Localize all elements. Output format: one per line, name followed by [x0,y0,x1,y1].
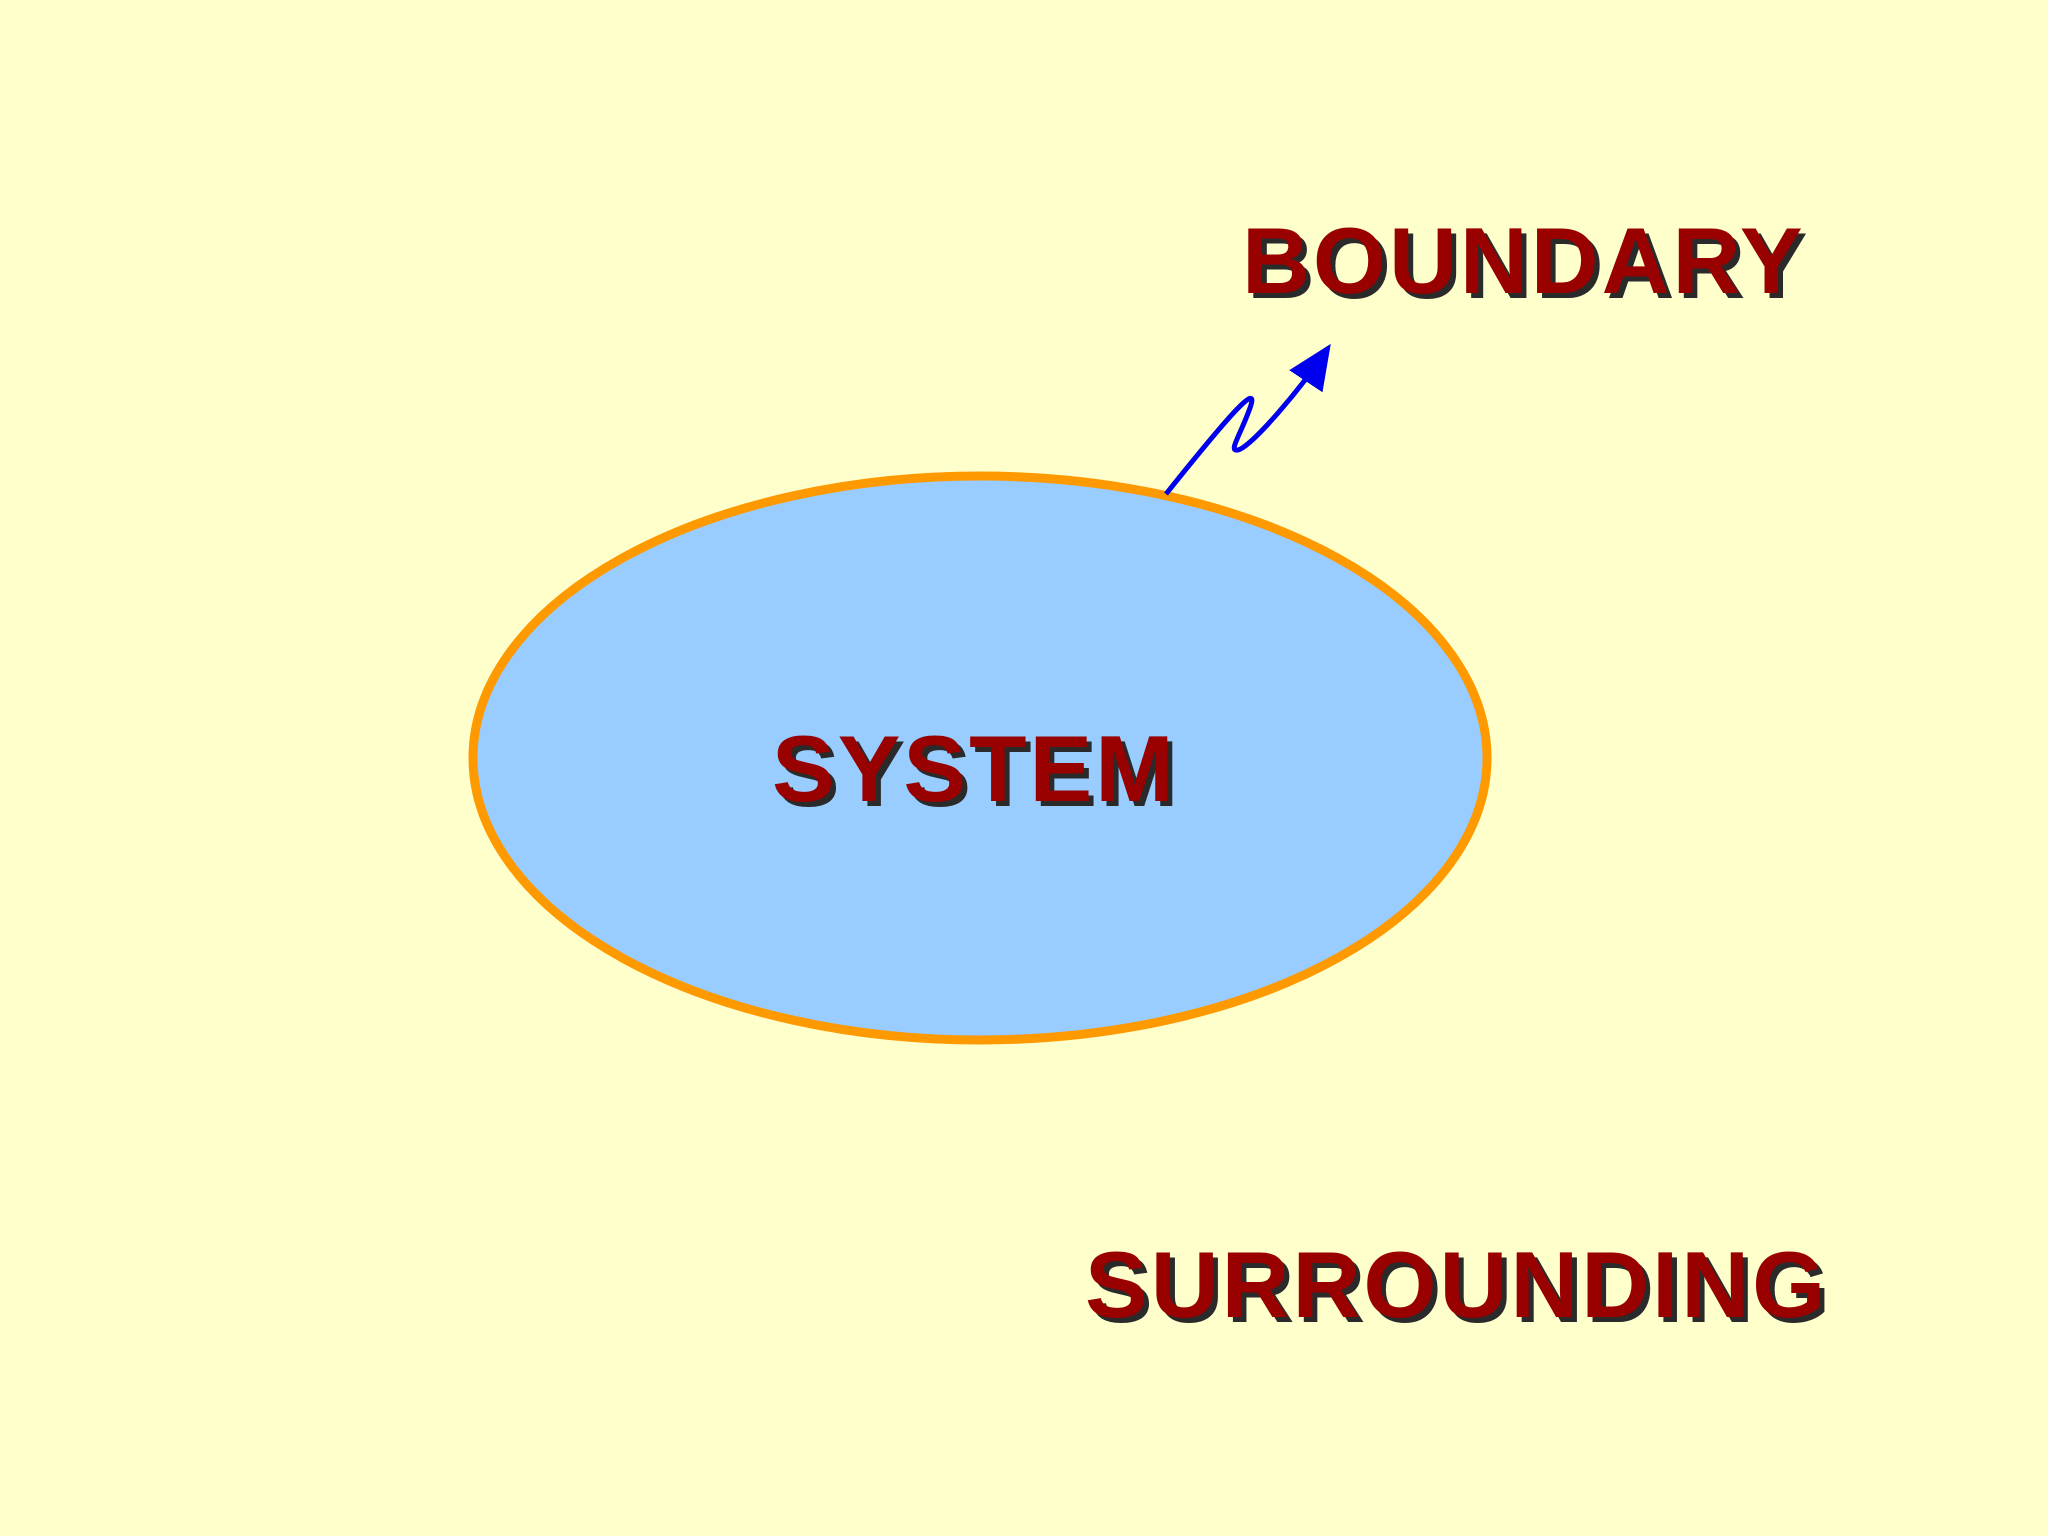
surrounding-label: SURROUNDING [1085,1232,1829,1337]
system-ellipse [468,471,1492,1045]
boundary-pointer-arrow [1164,343,1331,496]
system-label: SYSTEM [772,716,1177,821]
boundary-label: BOUNDARY [1242,208,1806,313]
